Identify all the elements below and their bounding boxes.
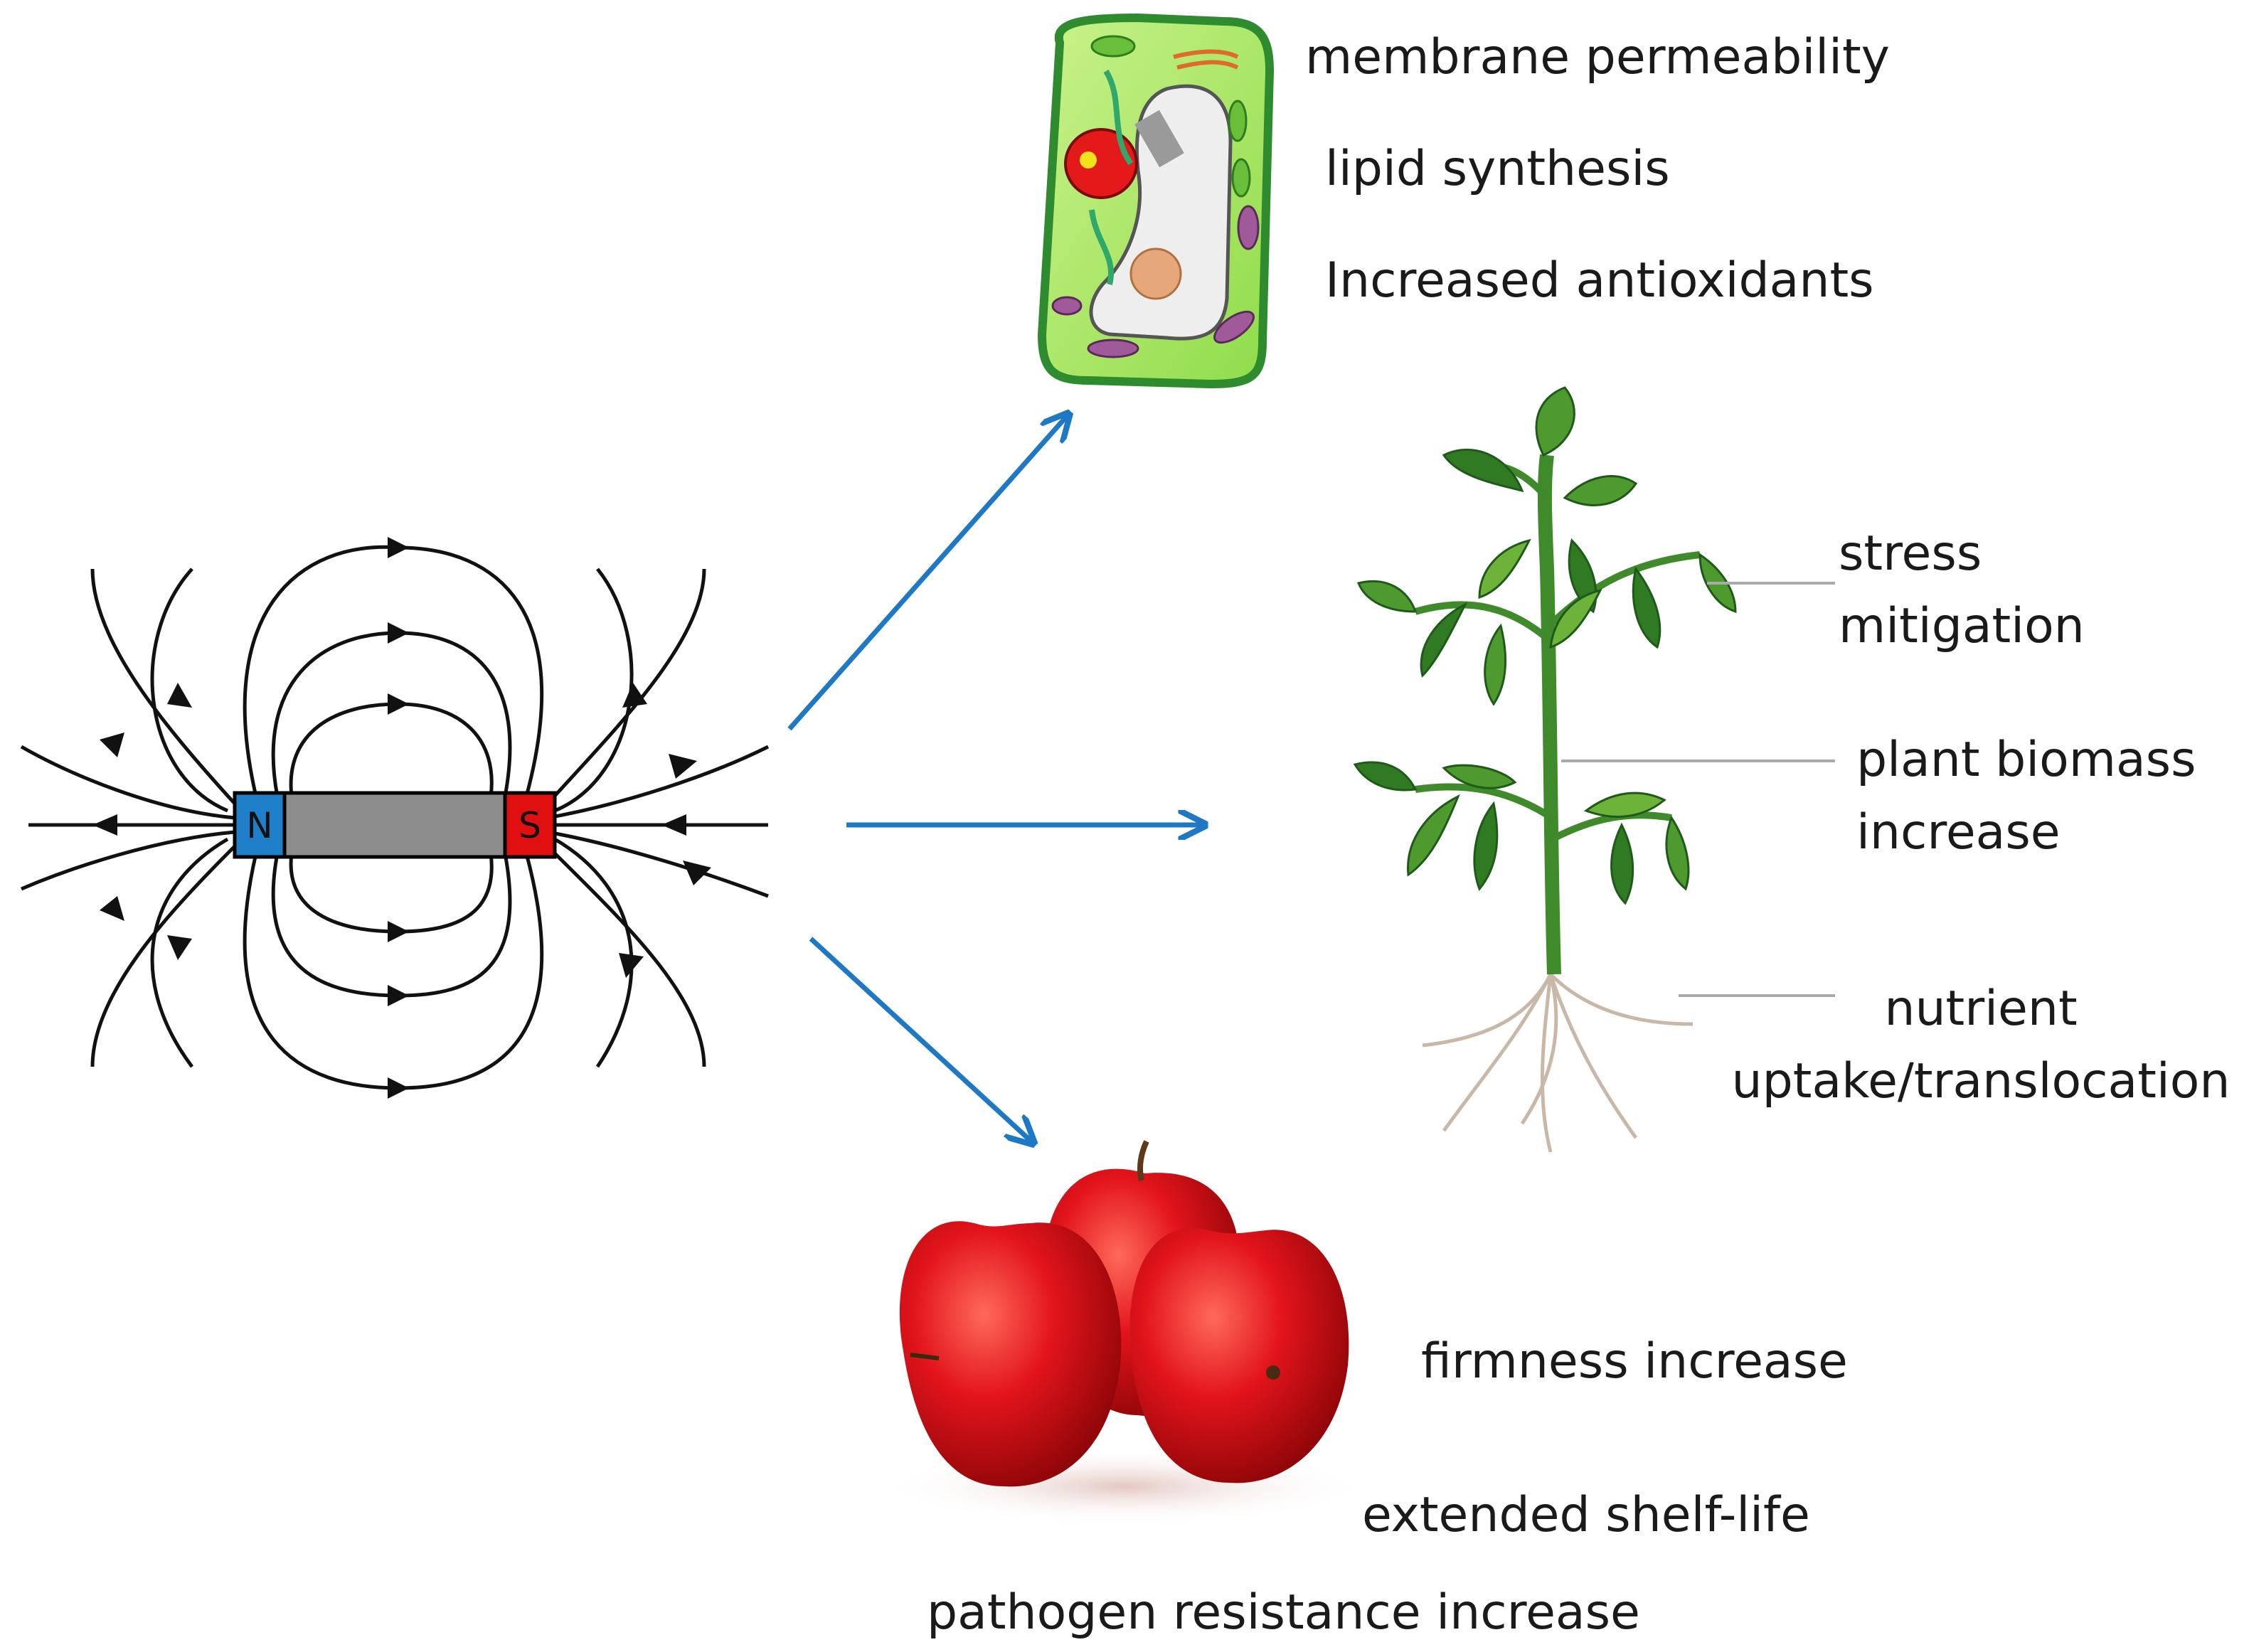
bar-magnet: N S <box>233 791 557 859</box>
plant-illustration <box>1353 386 1835 1153</box>
label-biomass-line2: increase <box>1856 804 2061 860</box>
label-lipid-synthesis: lipid synthesis <box>1325 141 1670 197</box>
magnet-body <box>282 791 507 859</box>
label-stress-line1: stress <box>1839 526 1982 582</box>
magnet-north-pole <box>233 791 287 859</box>
label-nutrient-line2: uptake/translocation <box>1731 1053 2231 1109</box>
plant-leaves <box>1353 386 1737 905</box>
north-pole-label: N <box>246 805 272 846</box>
plant-roots <box>1422 973 1694 1153</box>
effect-arrows <box>787 416 1202 1141</box>
field-direction-arrows <box>92 537 711 1099</box>
apples-illustration <box>882 1140 1366 1525</box>
label-stress-mitigation: stress mitigation <box>1839 518 2085 663</box>
apple-right <box>1129 1227 1349 1483</box>
plant-leader-lines <box>1561 582 1835 997</box>
label-biomass-line1: plant biomass <box>1856 732 2196 788</box>
arrow-to-cell <box>787 416 1067 731</box>
label-increased-antioxidants: Increased antioxidants <box>1325 252 1874 309</box>
label-firmness-increase: firmness increase <box>1421 1333 1848 1390</box>
label-nutrient-line1: nutrient <box>1884 981 2078 1037</box>
magnet-south-pole <box>503 791 557 859</box>
label-stress-line2: mitigation <box>1839 598 2085 654</box>
south-pole-label: S <box>519 805 541 846</box>
label-extended-shelf-life: extended shelf-life <box>1362 1487 1810 1543</box>
arrow-to-fruit <box>809 937 1031 1141</box>
label-pathogen-resistance-increase: pathogen resistance increase <box>927 1584 1640 1641</box>
plant-cell-illustration <box>1037 13 1275 389</box>
label-plant-biomass-increase: plant biomass increase <box>1856 724 2196 869</box>
plant-stem <box>1537 454 1561 975</box>
label-nutrient-uptake: nutrient uptake/translocation <box>1725 973 2237 1118</box>
label-membrane-permeability: membrane permeability <box>1305 29 1890 85</box>
apple-left <box>899 1221 1122 1487</box>
